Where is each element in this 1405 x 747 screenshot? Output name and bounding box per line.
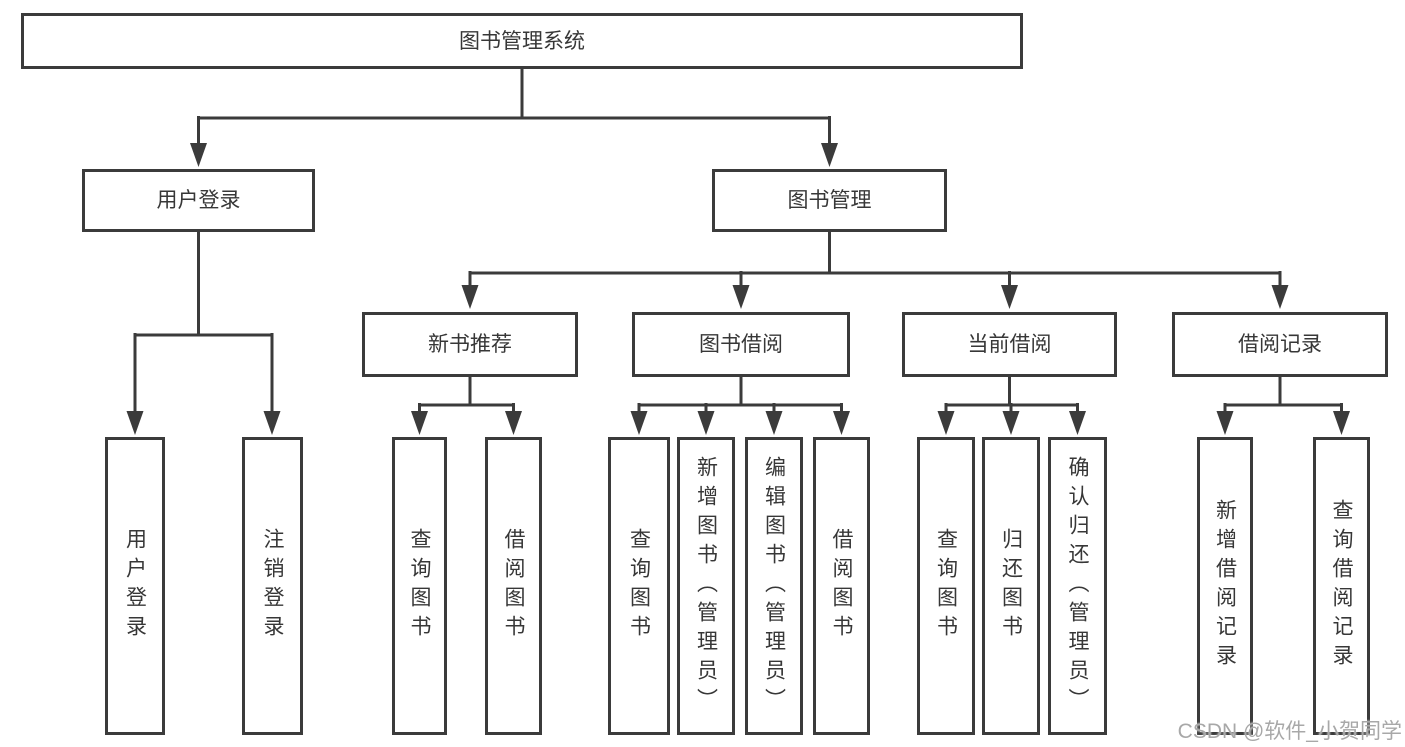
node-new-book-recommend-label: 新书推荐 xyxy=(428,333,512,356)
node-root-label: 图书管理系统 xyxy=(459,29,585,53)
watermark: CSDN @软件_小贺同学 xyxy=(1177,720,1402,743)
node-user-login-label: 用户登录 xyxy=(156,189,241,212)
leaf-logout-login: 注销登录 xyxy=(242,437,303,735)
leaf-edit-book-admin: 编辑图书（管理员） xyxy=(745,437,803,735)
leaf-user-login-label: 用户登录 xyxy=(123,528,147,644)
node-borrow-records: 借阅记录 xyxy=(1172,312,1388,377)
leaf-logout-login-label: 注销登录 xyxy=(261,528,284,644)
leaf-add-borrow-record: 新增借阅记录 xyxy=(1197,437,1253,735)
leaf-query-books-current-label: 查询图书 xyxy=(934,528,958,644)
leaf-query-books-borrow: 查询图书 xyxy=(608,437,670,735)
leaf-query-books-newbook-label: 查询图书 xyxy=(408,528,431,644)
node-book-management-label: 图书管理 xyxy=(787,189,872,212)
node-current-borrow-label: 当前借阅 xyxy=(967,333,1052,356)
leaf-query-books-borrow-label: 查询图书 xyxy=(627,528,651,644)
leaf-user-login: 用户登录 xyxy=(105,437,165,735)
leaf-query-books-newbook: 查询图书 xyxy=(392,437,447,735)
leaf-query-books-current: 查询图书 xyxy=(917,437,975,735)
node-root: 图书管理系统 xyxy=(21,13,1023,69)
node-new-book-recommend: 新书推荐 xyxy=(362,312,578,377)
arrowheads xyxy=(126,143,1350,435)
node-book-borrow-label: 图书借阅 xyxy=(699,333,783,356)
leaf-borrow-books-borrow: 借阅图书 xyxy=(813,437,870,735)
leaf-return-book: 归还图书 xyxy=(982,437,1040,735)
leaf-add-borrow-record-label: 新增借阅记录 xyxy=(1213,499,1237,673)
leaf-confirm-return-admin: 确认归还（管理员） xyxy=(1048,437,1107,735)
node-book-borrow: 图书借阅 xyxy=(632,312,850,377)
leaf-borrow-books-borrow-label: 借阅图书 xyxy=(830,528,853,644)
leaf-confirm-return-admin-label: 确认归还（管理员） xyxy=(1066,455,1089,717)
node-borrow-records-label: 借阅记录 xyxy=(1238,333,1322,356)
node-book-management: 图书管理 xyxy=(712,169,947,232)
leaf-add-book-admin: 新增图书（管理员） xyxy=(677,437,735,735)
leaf-add-book-admin-label: 新增图书（管理员） xyxy=(694,455,718,717)
node-user-login: 用户登录 xyxy=(82,169,315,232)
leaf-borrow-books-newbook-label: 借阅图书 xyxy=(502,528,525,644)
leaf-return-book-label: 归还图书 xyxy=(999,528,1023,644)
leaf-query-borrow-record: 查询借阅记录 xyxy=(1313,437,1370,735)
leaf-query-borrow-record-label: 查询借阅记录 xyxy=(1330,499,1353,673)
leaf-borrow-books-newbook: 借阅图书 xyxy=(485,437,542,735)
leaf-edit-book-admin-label: 编辑图书（管理员） xyxy=(762,455,786,717)
node-current-borrow: 当前借阅 xyxy=(902,312,1117,377)
